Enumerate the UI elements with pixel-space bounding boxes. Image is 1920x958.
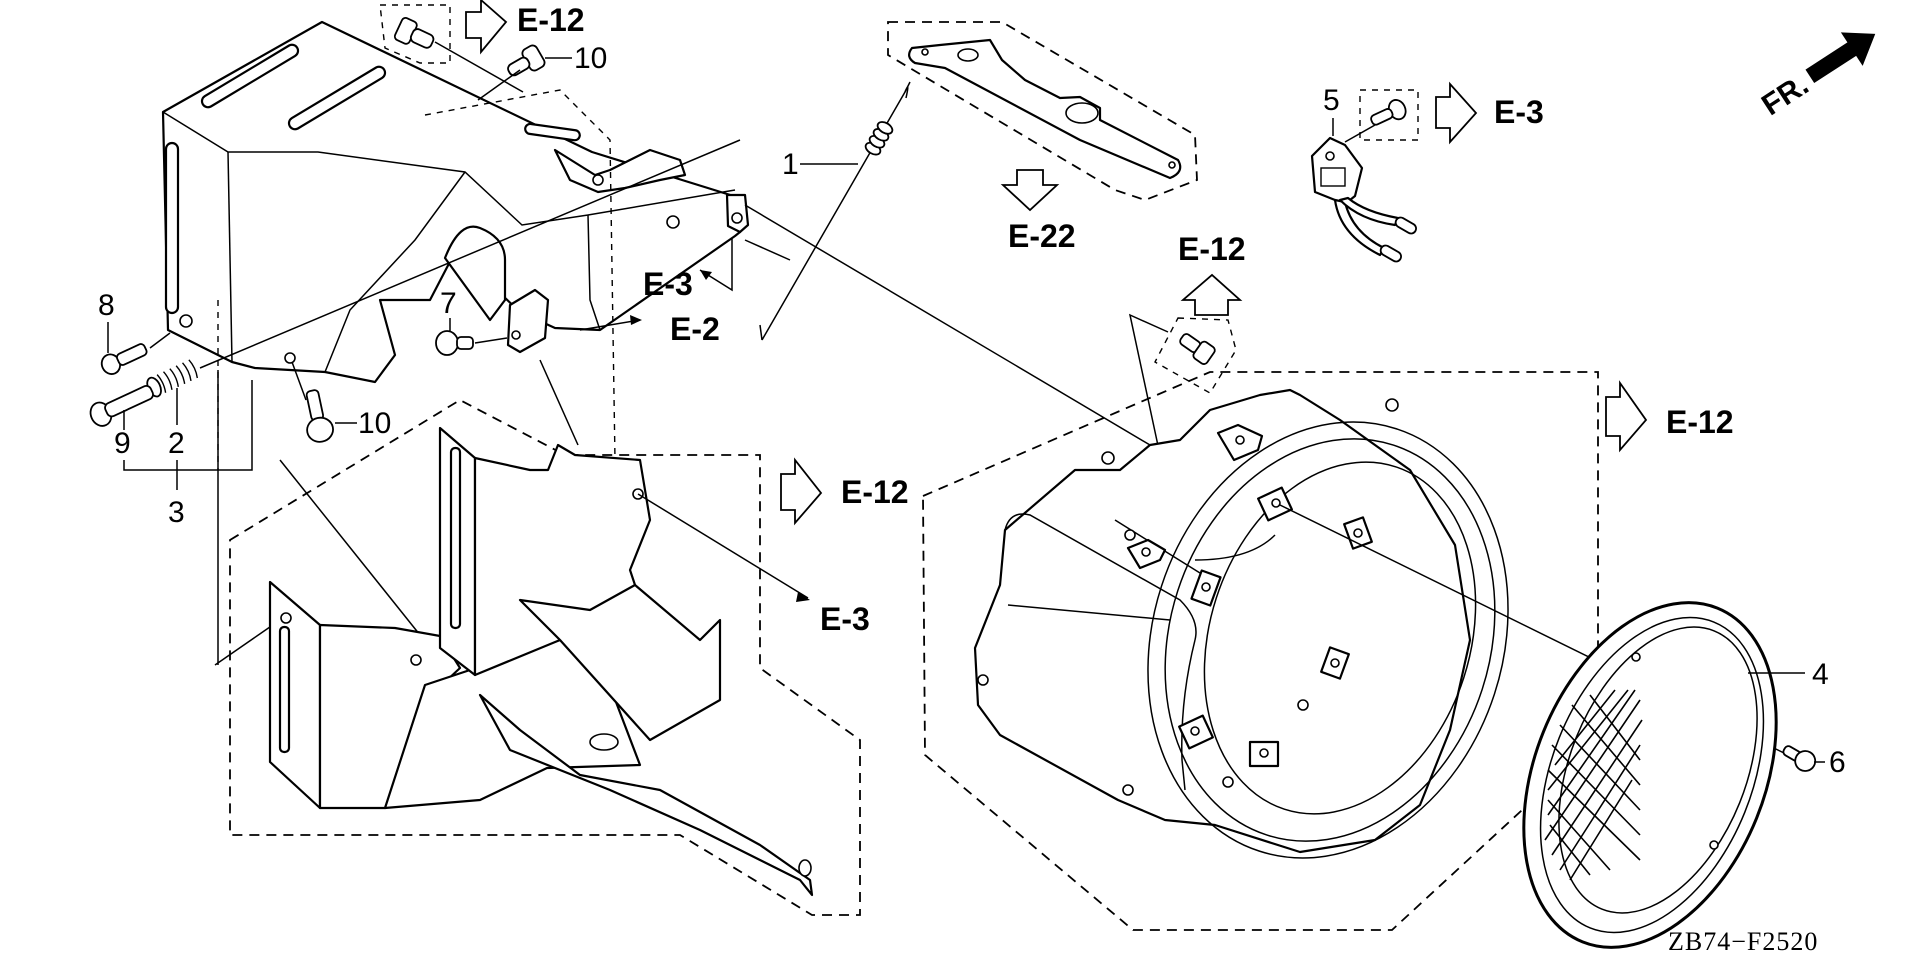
bolt-9[interactable] [87,380,157,430]
ref-label-e12-top[interactable]: E-12 [517,2,585,38]
callout-1[interactable]: 1 [782,148,799,181]
ignition-module-5[interactable] [1310,136,1418,263]
lever-assembly[interactable] [887,21,1198,201]
fan-screen-4[interactable] [1476,565,1824,958]
ref-arrow-up-e12-mid [1180,273,1243,316]
screen-mesh [1544,689,1643,881]
arrowhead-e3 [700,270,712,280]
ref-label-e3-lower[interactable]: E-3 [820,601,870,637]
ref-arrow-right-e12-lower [780,457,823,526]
ref-label-e12-housing[interactable]: E-12 [1666,404,1734,440]
guide-dashed-upper [424,89,616,461]
ref-bolt-mid[interactable] [1154,317,1237,394]
ref-arrow-right-e3-module [1435,81,1478,145]
leader-e12-bolt-to-shroud [434,41,524,93]
callout-9[interactable]: 9 [114,427,131,460]
arrowhead-e3-lower [796,592,810,602]
front-label: FR. [1756,68,1815,122]
ref-label-e22[interactable]: E-22 [1008,218,1076,254]
fan-housing[interactable] [922,371,1599,931]
leader-bolt10-to-shroud [477,69,521,101]
callout-4[interactable]: 4 [1812,658,1829,691]
ref-label-e12-mid[interactable]: E-12 [1178,231,1246,267]
ref-arrow-right-e12-housing [1605,380,1648,453]
bolt-6[interactable] [1779,740,1818,774]
ref-arrow-right-e12-top [465,0,508,55]
ref-arrow-down-e22 [1000,169,1060,212]
ref-label-e12-lower[interactable]: E-12 [841,474,909,510]
callout-5[interactable]: 5 [1323,84,1340,117]
bolt-10-lower[interactable] [299,388,335,444]
callout-3[interactable]: 3 [168,496,185,529]
callout-8[interactable]: 8 [98,289,115,322]
callout-10-lower[interactable]: 10 [358,407,391,440]
rod-1[interactable] [759,81,911,341]
front-arrow-icon [1805,32,1876,84]
ref-label-e3-upper[interactable]: E-3 [643,266,693,302]
callout-2[interactable]: 2 [168,427,185,460]
lower-shroud[interactable] [229,398,861,916]
callout-7[interactable]: 7 [440,287,457,320]
bolt-8[interactable] [99,339,150,377]
bolt-7[interactable] [435,330,474,356]
leader-rod-to-housing [744,204,1151,446]
arrowhead-e2 [630,315,642,325]
ref-bolt-module[interactable] [1359,89,1419,141]
bracket-3 [123,380,253,471]
front-direction-indicator: FR. [1756,32,1876,122]
callout-6[interactable]: 6 [1829,746,1846,779]
ref-label-e2[interactable]: E-2 [670,311,720,347]
ref-bolt-top-left[interactable] [379,4,451,64]
ref-label-e3-module[interactable]: E-3 [1494,94,1544,130]
upper-shroud[interactable] [161,20,750,384]
ring-bosses [1178,486,1373,768]
drawing-code: ZB74−F2520 [1668,927,1818,956]
callout-10-top[interactable]: 10 [574,42,607,75]
bolt-10-top[interactable] [503,44,546,83]
